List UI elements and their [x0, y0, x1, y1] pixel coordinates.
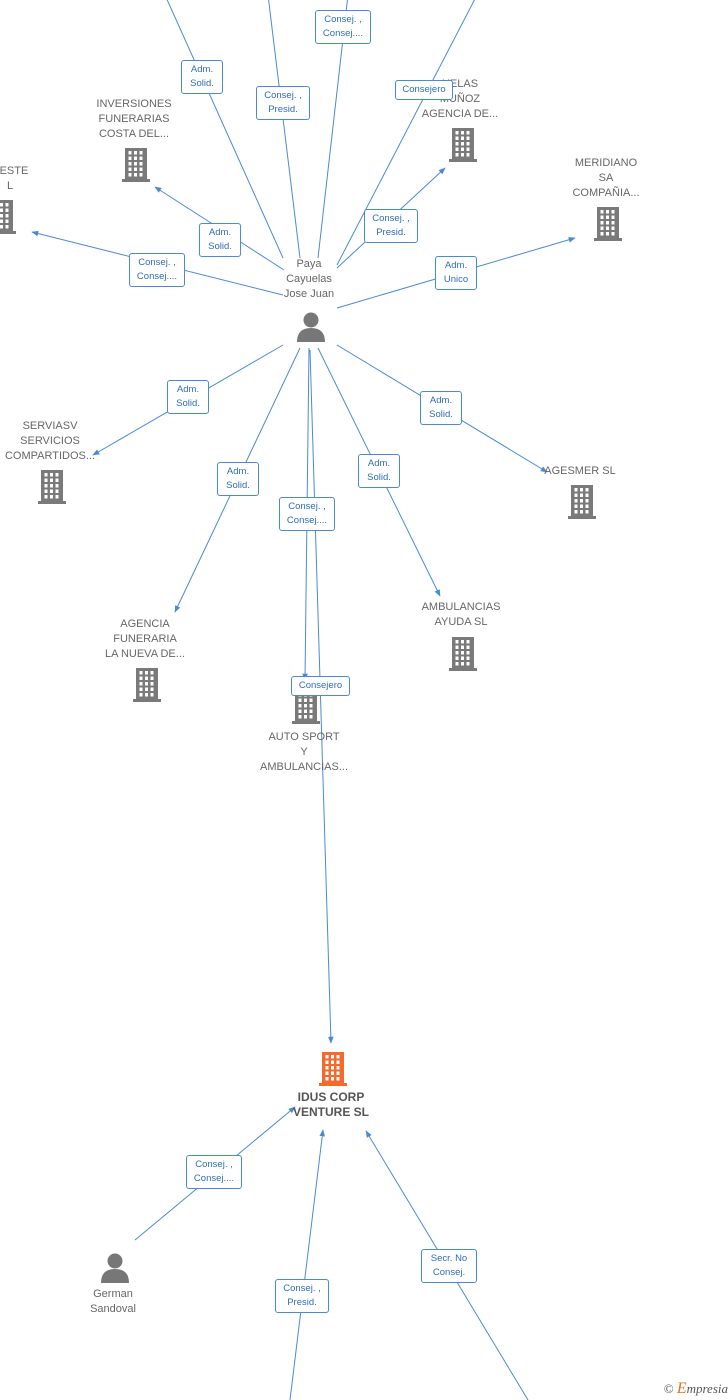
building-icon — [319, 1052, 347, 1086]
role-badge-autosport[interactable]: Consej. , Consej.... — [279, 497, 335, 531]
role-badge-cuelas[interactable]: Consejero — [395, 80, 453, 100]
node-label-autosport[interactable]: AUTO SPORT Y AMBULANCIAS... — [259, 731, 349, 773]
node-label-inversiones[interactable]: INVERSIONES FUNERARIAS COSTA DEL... — [96, 98, 172, 140]
role-badge-german[interactable]: Consej. , Consej.... — [186, 1155, 242, 1189]
role-badge-meridiano[interactable]: Adm. Unico — [435, 256, 477, 290]
node-label-paya[interactable]: Paya Cayuelas Jose Juan — [283, 258, 335, 300]
node-label-agencia[interactable]: AGENCIA FUNERARIA LA NUEVA DE... — [105, 618, 185, 660]
building-icon — [594, 207, 622, 241]
node-label-reste[interactable]: RESTE L — [0, 165, 29, 192]
role-badge-inversiones[interactable]: Adm. Solid. — [199, 223, 241, 257]
role-badge-presid2[interactable]: Consej. , Presid. — [364, 209, 418, 243]
role-badge-ambulancias[interactable]: Adm. Solid. — [358, 454, 400, 488]
role-badge-secr[interactable]: Secr. No Consej. — [421, 1249, 477, 1283]
relation-edge — [336, 0, 475, 266]
node-label-german[interactable]: German Sandoval — [90, 1288, 136, 1315]
node-label-agesmer[interactable]: AGESMER SL — [544, 465, 616, 477]
relation-edge — [289, 1129, 326, 1400]
empresia-watermark: © Empresia — [664, 1380, 728, 1398]
building-icon — [38, 470, 66, 504]
role-badge-top2[interactable]: Consej. , Presid. — [256, 86, 310, 120]
person-icon — [297, 312, 325, 342]
node-label-meridiano[interactable]: MERIDIANO SA COMPAÑIA... — [572, 157, 640, 199]
role-badge-agencia[interactable]: Adm. Solid. — [217, 462, 259, 496]
role-badge-top3[interactable]: Consej. , Consej.... — [315, 10, 371, 44]
role-badge-consejero_idus[interactable]: Consejero — [291, 676, 350, 696]
relation-edge — [166, 0, 284, 259]
role-badge-agesmer[interactable]: Adm. Solid. — [420, 391, 462, 425]
relation-edge — [268, 0, 301, 259]
role-badge-top1[interactable]: Adm. Solid. — [181, 60, 223, 94]
relation-edge — [309, 349, 334, 1044]
brand-initial: E — [676, 1380, 687, 1397]
role-badge-bottom1[interactable]: Consej. , Presid. — [275, 1279, 329, 1313]
building-icon — [449, 637, 477, 671]
building-icon — [449, 128, 477, 162]
building-icon — [0, 200, 16, 234]
role-badge-serviasv[interactable]: Adm. Solid. — [167, 380, 209, 414]
node-label-ambulancias[interactable]: AMBULANCIAS AYUDA SL — [421, 601, 501, 628]
role-badge-reste[interactable]: Consej. , Consej.... — [129, 253, 185, 287]
node-label-idus[interactable]: IDUS CORP VENTURE SL — [292, 1090, 369, 1119]
building-icon — [122, 148, 150, 182]
copyright-symbol: © — [663, 1381, 674, 1396]
brand-name: mpresia — [686, 1381, 728, 1396]
person-icon — [101, 1253, 129, 1283]
node-label-serviasv[interactable]: SERVIASV SERVICIOS COMPARTIDOS... — [4, 420, 96, 462]
building-icon — [133, 668, 161, 702]
building-icon — [568, 485, 596, 519]
